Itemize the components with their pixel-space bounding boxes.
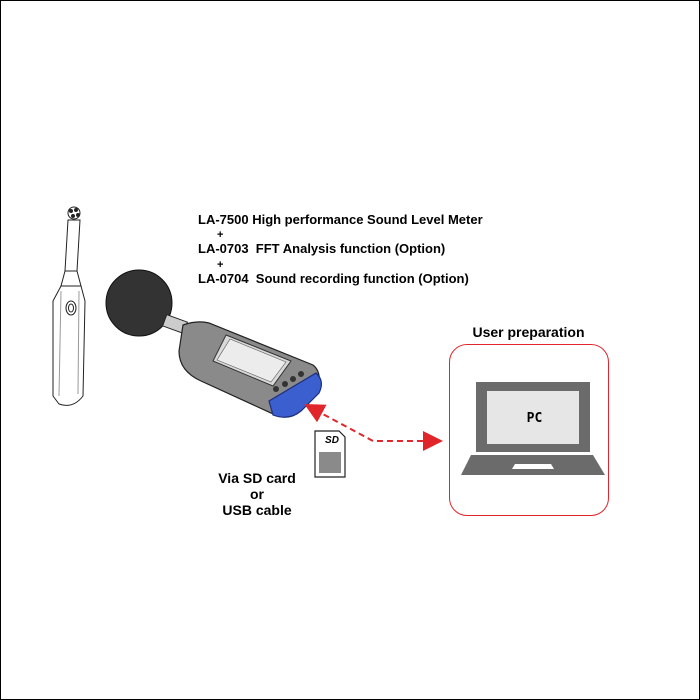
transfer-caption-line3: USB cable bbox=[222, 502, 292, 518]
transfer-caption: Via SD card or USB cable bbox=[197, 470, 317, 518]
spec-plus-2: + bbox=[217, 259, 224, 271]
transfer-caption-line2: or bbox=[250, 486, 264, 502]
sound-level-meter-icon bbox=[105, 269, 322, 418]
sd-card-label: SD bbox=[325, 435, 339, 446]
spec-line-la0704: LA-0704 Sound recording function (Option… bbox=[198, 271, 469, 286]
spec-line-la7500: LA-7500 High performance Sound Level Met… bbox=[198, 212, 483, 227]
sd-card-icon bbox=[314, 430, 346, 478]
spec-plus-1: + bbox=[217, 229, 224, 241]
toothbrush-icon bbox=[52, 206, 86, 406]
spec-line-la0703: LA-0703 FFT Analysis function (Option) bbox=[198, 241, 446, 256]
user-preparation-title: User preparation bbox=[472, 324, 585, 340]
transfer-caption-line1: Via SD card bbox=[218, 470, 296, 486]
laptop-icon bbox=[461, 382, 605, 475]
user-preparation-box bbox=[449, 344, 609, 516]
pc-label: PC bbox=[526, 411, 543, 426]
double-arrow-icon bbox=[304, 404, 443, 451]
